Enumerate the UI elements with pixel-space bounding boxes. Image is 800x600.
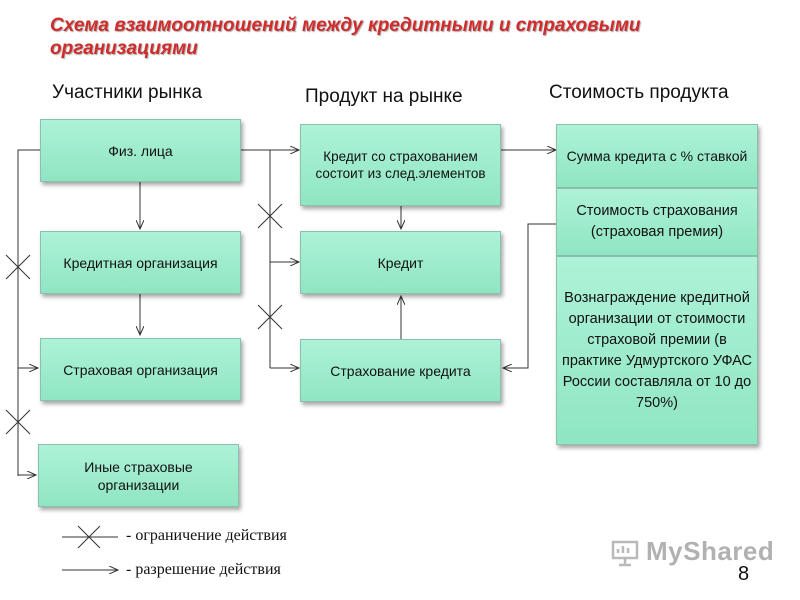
box-credit-insurance: Страхование кредита — [300, 339, 501, 402]
box-credit-sum-label: Сумма кредита с % ставкой — [566, 148, 748, 164]
box-credit-sum: Сумма кредита с % ставкой — [556, 124, 758, 188]
box-bank-commission-label: Вознаграждение кредитной организации от … — [562, 289, 752, 411]
box-credit-organization: Кредитная организация — [40, 231, 241, 294]
box-bank-commission: Вознаграждение кредитной организации от … — [556, 256, 758, 445]
box-insurance-organization-label: Страховая организация — [63, 361, 218, 378]
page-number: 8 — [738, 563, 750, 585]
box-credit-with-insurance: Кредит со страхованием состоит из след.э… — [300, 124, 501, 206]
header-participants: Участники рынка — [52, 82, 203, 103]
box-credit-label: Кредит — [377, 254, 424, 271]
cross-mid-1 — [257, 203, 283, 229]
box-credit: Кредит — [300, 231, 501, 294]
cross-mid-2 — [257, 304, 283, 330]
left-bus-line — [17, 149, 40, 476]
box-insurance-cost-label: Стоимость страхования (страховая премия) — [576, 203, 738, 240]
watermark: MyShared — [610, 536, 774, 567]
box-insurance-organization: Страховая организация — [40, 338, 241, 401]
cross-left-2 — [5, 409, 31, 435]
legend-permission-label: - разрешение действия — [126, 561, 281, 578]
cross-left-1 — [5, 254, 31, 280]
presentation-icon — [611, 540, 639, 566]
box-other-insurers: Иные страховые организации — [38, 444, 239, 507]
box-individuals: Физ. лица — [40, 119, 241, 182]
watermark-text: MyShared — [646, 536, 775, 566]
legend-restriction-cross — [77, 525, 101, 549]
box-other-insurers-label: Иные страховые организации — [84, 458, 193, 493]
product-bus-line — [241, 149, 271, 368]
box-credit-with-insurance-label: Кредит со страхованием состоит из след.э… — [315, 149, 486, 181]
box-individuals-label: Физ. лица — [108, 142, 173, 159]
box-insurance-cost: Стоимость страхования (страховая премия) — [556, 188, 758, 256]
box-credit-organization-label: Кредитная организация — [63, 254, 218, 271]
legend-restriction-label: - ограничение действия — [126, 527, 287, 544]
header-product: Продукт на рынке — [305, 86, 463, 107]
header-cost: Стоимость продукта — [549, 82, 729, 103]
slide-title: Схема взаимоотношений между кредитными и… — [50, 15, 641, 59]
box-credit-insurance-label: Страхование кредита — [330, 362, 471, 379]
arrow-premium-to-insurance — [503, 223, 556, 368]
